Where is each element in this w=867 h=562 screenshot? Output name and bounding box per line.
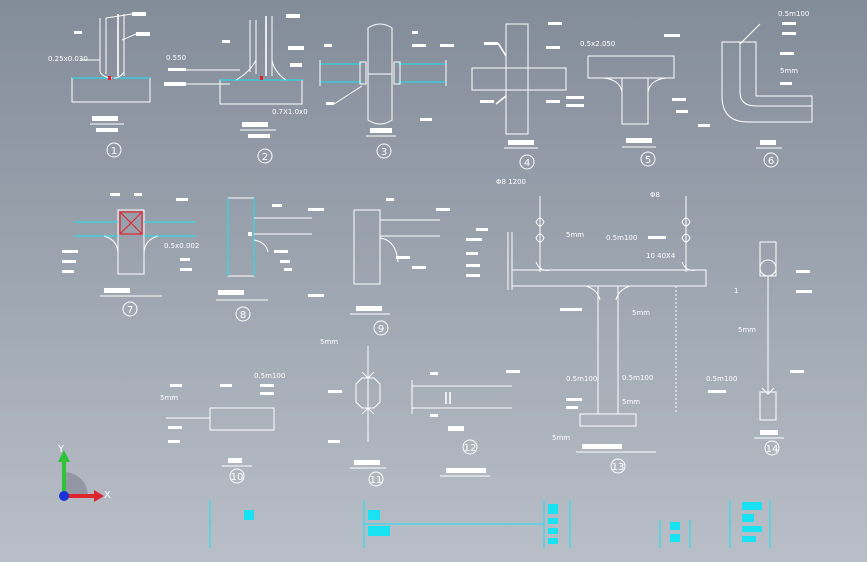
detail-2-label-2: 0.7X1.0x0 [272,108,308,116]
detail-6-label-2: 5mm [780,67,798,75]
axis-x-label: X [104,490,111,501]
detail-9-number: 9 [378,324,384,335]
detail-7-number: 7 [127,305,133,316]
title-block [209,500,771,548]
detail-1-label-1: 0.25x0.030 [48,55,88,63]
detail-12: 12 [411,370,520,477]
detail-10-label-2: 5mm [160,394,178,402]
detail-14-number: 14 [766,444,779,455]
detail-14-label-3: 1 [734,287,738,295]
detail-7: 0.5x0.002 7 [62,193,199,317]
detail-13-label-5: 5mm [632,309,650,317]
detail-14-label-1: 5mm [738,326,756,334]
detail-6-number: 6 [768,156,774,167]
axis-y-label: Y [57,444,65,455]
detail-10: 0.5m100 5mm 10 [160,372,285,484]
detail-2-label-1: 0.550 [166,54,186,62]
detail-5-number: 5 [645,155,651,166]
detail-4-number: 4 [524,158,530,169]
detail-9: 9 [308,198,450,336]
detail-5: 0.5x2.050 5 [566,34,688,167]
detail-3-number: 3 [381,147,387,158]
detail-1-number: 1 [111,146,117,157]
ucs-axis-icon: Y X [57,444,111,502]
detail-13-label-7: 0.5m100 [622,374,653,382]
detail-2-number: 2 [262,152,268,163]
detail-13-label-8: 5mm [552,434,570,442]
detail-13-label-6: 0.5m100 [566,375,597,383]
detail-7-label-1: 0.5x0.002 [164,242,199,250]
detail-13-label-3: 0.5m100 [606,234,637,242]
detail-14: 1 5mm 0.5m100 14 [706,241,812,456]
detail-6: 0.5m100 5mm 6 [698,10,813,168]
detail-13-label-9: 5mm [622,398,640,406]
detail-12-number: 12 [464,443,477,454]
detail-13-label-1: Φ8 1200 [496,178,526,186]
detail-13-label-10: 10 40X4 [646,252,676,260]
detail-14-label-2: 0.5m100 [706,375,737,383]
detail-13: Φ8 1200 5mm 0.5m100 Φ8 5mm 0.5m100 0.5m1… [466,178,707,474]
detail-2: 0.550 0.7X1.0x0 2 [164,14,308,164]
detail-13-label-4: Φ8 [650,191,660,199]
detail-3: 3 [319,23,454,159]
detail-10-label-1: 0.5m100 [254,372,285,380]
detail-13-label-2: 5mm [566,231,584,239]
detail-1: 0.25x0.030 1 [48,12,151,158]
detail-11-label-1: 5mm [320,338,338,346]
detail-10-number: 10 [231,472,244,483]
detail-11: 5mm 11 [320,338,386,487]
detail-5-label-1: 0.5x2.050 [580,40,615,48]
detail-6-label-1: 0.5m100 [778,10,809,18]
detail-11-number: 11 [370,475,383,486]
detail-4: 4 [471,22,567,170]
detail-8: 8 [216,197,324,322]
detail-13-number: 13 [612,462,625,473]
detail-8-number: 8 [240,310,246,321]
